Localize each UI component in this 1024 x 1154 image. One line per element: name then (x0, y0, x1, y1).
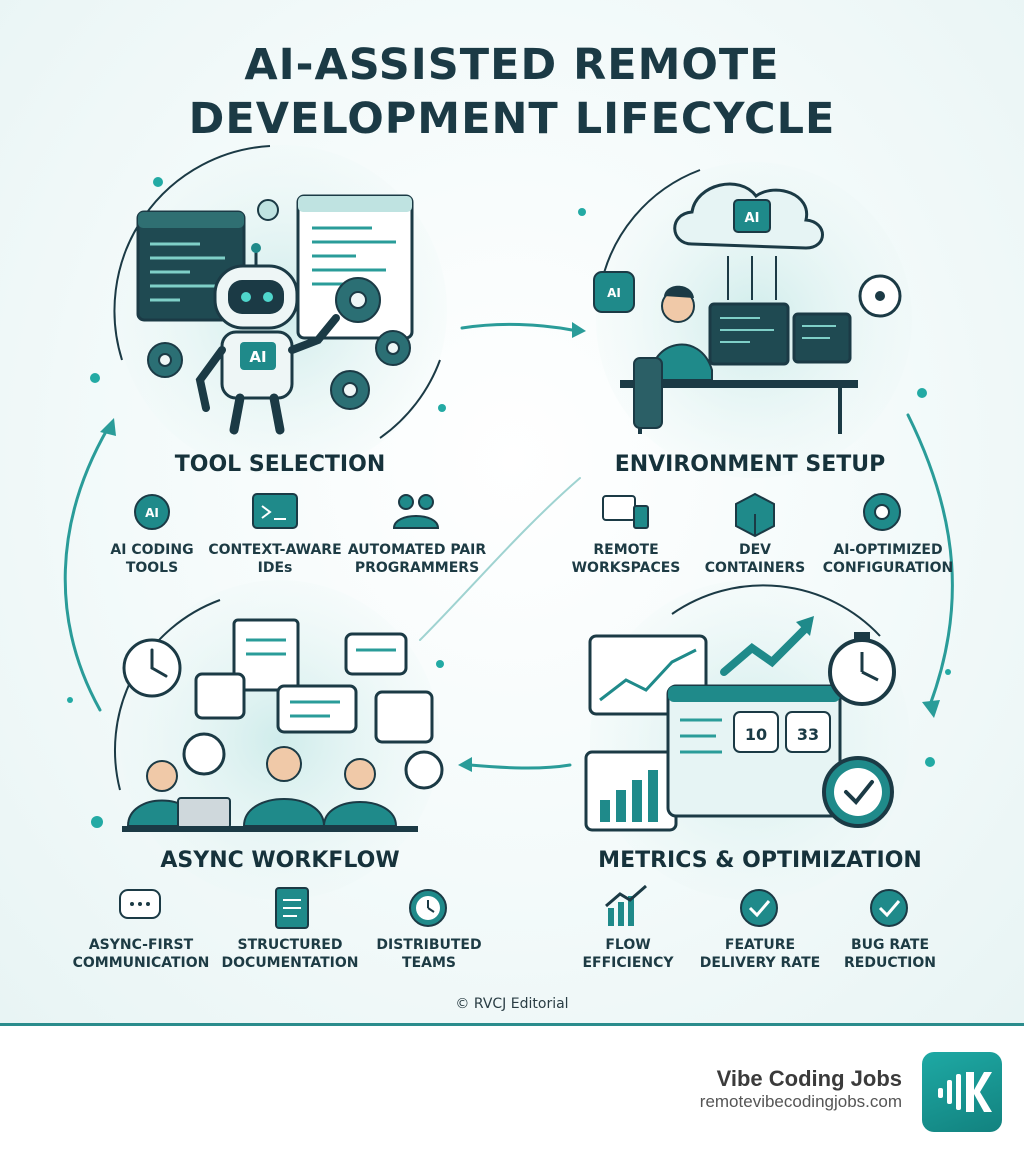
gear-icons (147, 199, 411, 410)
sub-label-feature-delivery-rate: FEATURE DELIVERY RATE (699, 937, 821, 971)
dashboard-value-1: 10 (745, 725, 767, 744)
sub-label-ai-coding-tools: AI CODING TOOLS (110, 542, 194, 576)
dashboard-value-2: 33 (797, 725, 819, 744)
footer-brand-bar: Vibe Coding Jobs remotevibecodingjobs.co… (0, 1026, 1024, 1154)
sub-label-flow-efficiency: FLOW EFFICIENCY (582, 937, 674, 971)
arrow-left-bottom (468, 763, 572, 770)
robot-ai-badge: AI (249, 348, 266, 366)
page-title-line-1: AI-ASSISTED REMOTE (244, 40, 780, 90)
brand-logo-icon[interactable] (922, 1052, 1002, 1132)
metrics-illustration: 10 33 (584, 580, 910, 900)
arrow-right-down (906, 413, 954, 707)
sub-label-bug-rate-reduction: BUG RATE REDUCTION (844, 937, 936, 971)
brand-url[interactable]: remotevibecodingjobs.com (699, 1092, 902, 1111)
cycle-arrows (63, 322, 954, 772)
lifecycle-illustration: AI AI (63, 145, 954, 929)
node-ai-chip: AI (607, 286, 621, 300)
sub-item-icons: AI (119, 492, 908, 929)
stage-title-async-workflow: ASYNC WORKFLOW (160, 848, 400, 873)
tool-selection-illustration: AI (113, 145, 447, 475)
clock-icon (409, 889, 447, 927)
sub-label-async-first-communication: ASYNC-FIRST COMMUNICATION (72, 937, 210, 971)
page-title-line-2: DEVELOPMENT LIFECYCLE (188, 94, 836, 144)
growth-chart-icon (605, 884, 647, 926)
sub-label-context-aware-ides: CONTEXT-AWARE IDEs (208, 542, 342, 576)
decor-dots (67, 177, 951, 828)
footer-divider (0, 1023, 1024, 1026)
sub-label-dev-containers: DEV CONTAINERS (704, 542, 806, 576)
stage-title-environment-setup: ENVIRONMENT SETUP (614, 452, 886, 477)
devices-icon (602, 495, 649, 529)
arrow-left-up (63, 426, 110, 712)
stage-title-metrics-optimization: METRICS & OPTIMIZATION (598, 848, 922, 873)
sub-label-distributed-teams: DISTRIBUTED TEAMS (376, 937, 482, 971)
svg-text:AI: AI (145, 506, 159, 520)
stage-title-tool-selection: TOOL SELECTION (174, 452, 386, 477)
container-box-icon (735, 492, 775, 538)
sub-label-remote-workspaces: REMOTE WORKSPACES (571, 542, 681, 576)
check-circle-icon-feature (740, 889, 778, 927)
editorial-credit: © RVCJ Editorial (455, 996, 569, 1012)
sub-label-structured-documentation: STRUCTURED DOCUMENTATION (221, 937, 359, 971)
brand-name[interactable]: Vibe Coding Jobs (716, 1066, 902, 1091)
sub-label-ai-optimized-configuration: AI-OPTIMIZED CONFIGURATION (822, 542, 954, 576)
terminal-window-icon (252, 493, 298, 529)
gear-icon (863, 493, 901, 531)
async-workflow-illustration (113, 580, 444, 900)
document-icon (275, 887, 309, 929)
environment-setup-illustration: AI AI (593, 162, 912, 478)
cloud-ai-chip: AI (745, 211, 760, 226)
team-gear-icon (392, 494, 440, 529)
arrow-right-top (460, 322, 574, 332)
check-circle-icon-bug (870, 889, 908, 927)
chat-bubble-icon (119, 889, 161, 919)
sub-label-automated-pair-programmers: AUTOMATED PAIR PROGRAMMERS (347, 542, 487, 576)
ai-gear-icon: AI (134, 494, 170, 530)
infographic-poster: AI AI (0, 0, 1024, 1024)
